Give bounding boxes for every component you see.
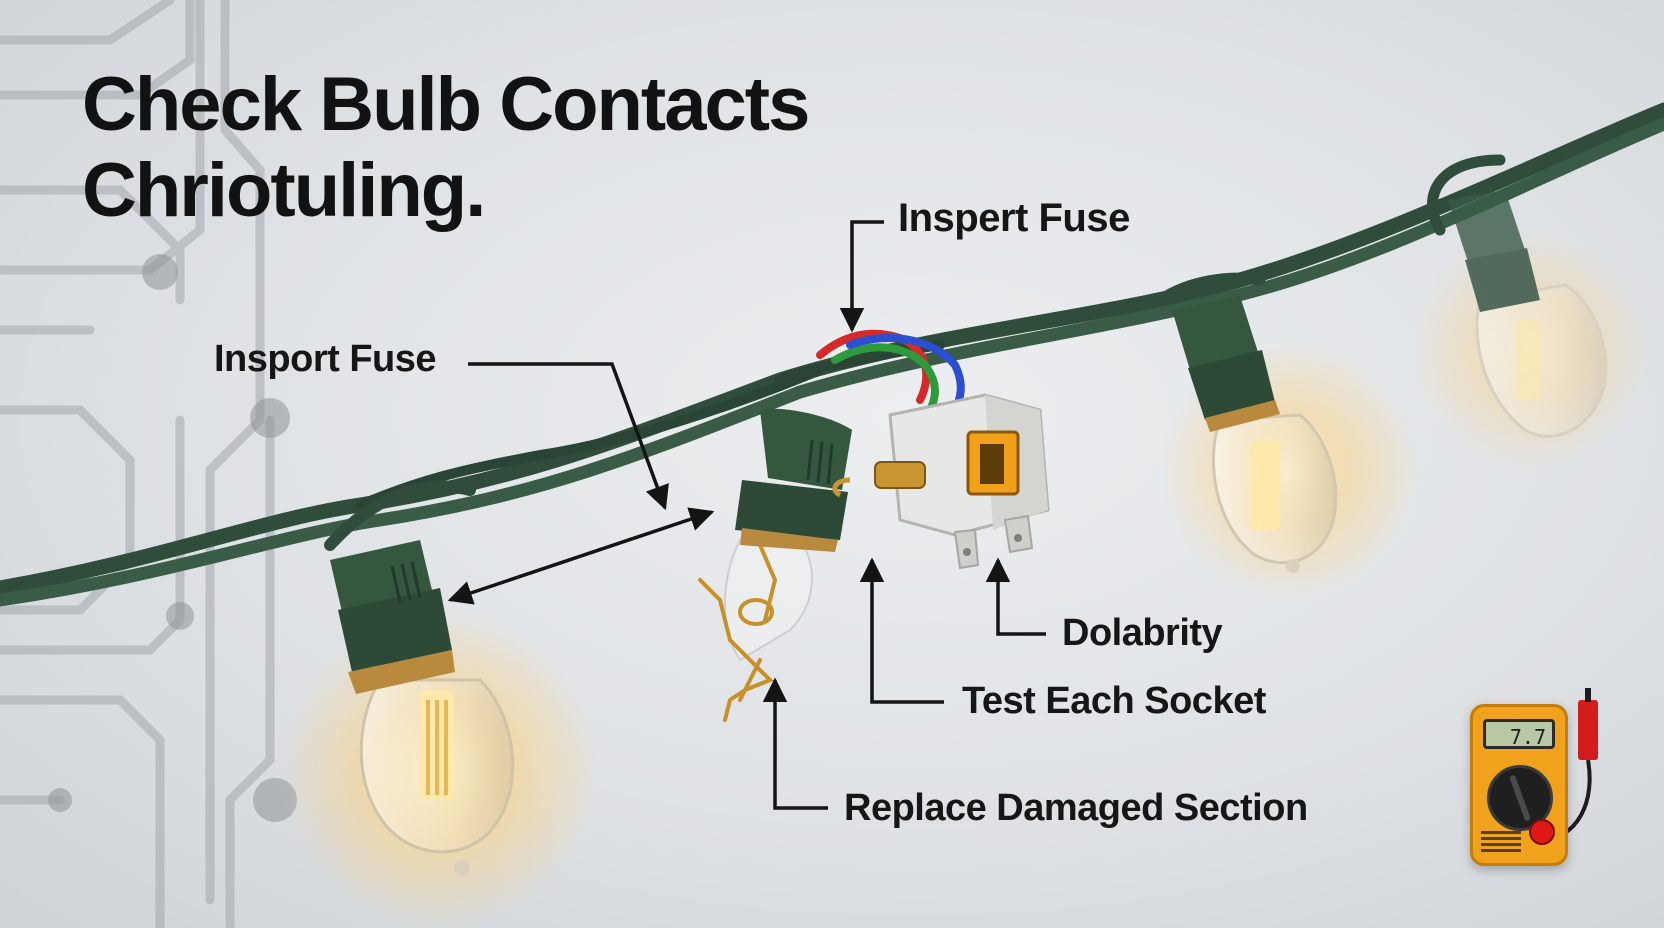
plug-adapter-icon [816,329,1050,570]
callout-inspect-fuse-left: Insport Fuse [214,338,437,380]
multimeter-dial [1487,765,1553,831]
circuit-trace-icon [0,0,275,928]
socket-icon [1448,190,1540,312]
multimeter-display: 7.7 [1483,719,1555,749]
title-line-1: Check Bulb Contacts [82,62,810,147]
light-bulb-icon [1160,296,1420,600]
multimeter-icon: 7.7 [1470,704,1568,866]
callout-dolabrity: Dolabrity [1062,612,1223,654]
callout-replace-damaged-section: Replace Damaged Section [844,787,1308,829]
socket-icon [330,540,455,694]
string-light-wire [0,102,1664,607]
socket-icon [735,408,852,552]
socket-icon [1172,296,1280,432]
page-title: Check Bulb Contacts Chriotuling. [82,62,810,234]
title-line-2: Chriotuling. [82,148,486,233]
callout-inspect-fuse-top: Inspert Fuse [898,196,1130,240]
light-bulb-icon [698,408,852,722]
light-bulb-icon [280,540,600,928]
multimeter-probe-port [1529,819,1555,845]
light-bulb-icon [1410,190,1650,470]
multimeter-buttons [1481,831,1521,855]
arrow-icon [447,220,1046,810]
callout-test-each-socket: Test Each Socket [962,680,1266,722]
